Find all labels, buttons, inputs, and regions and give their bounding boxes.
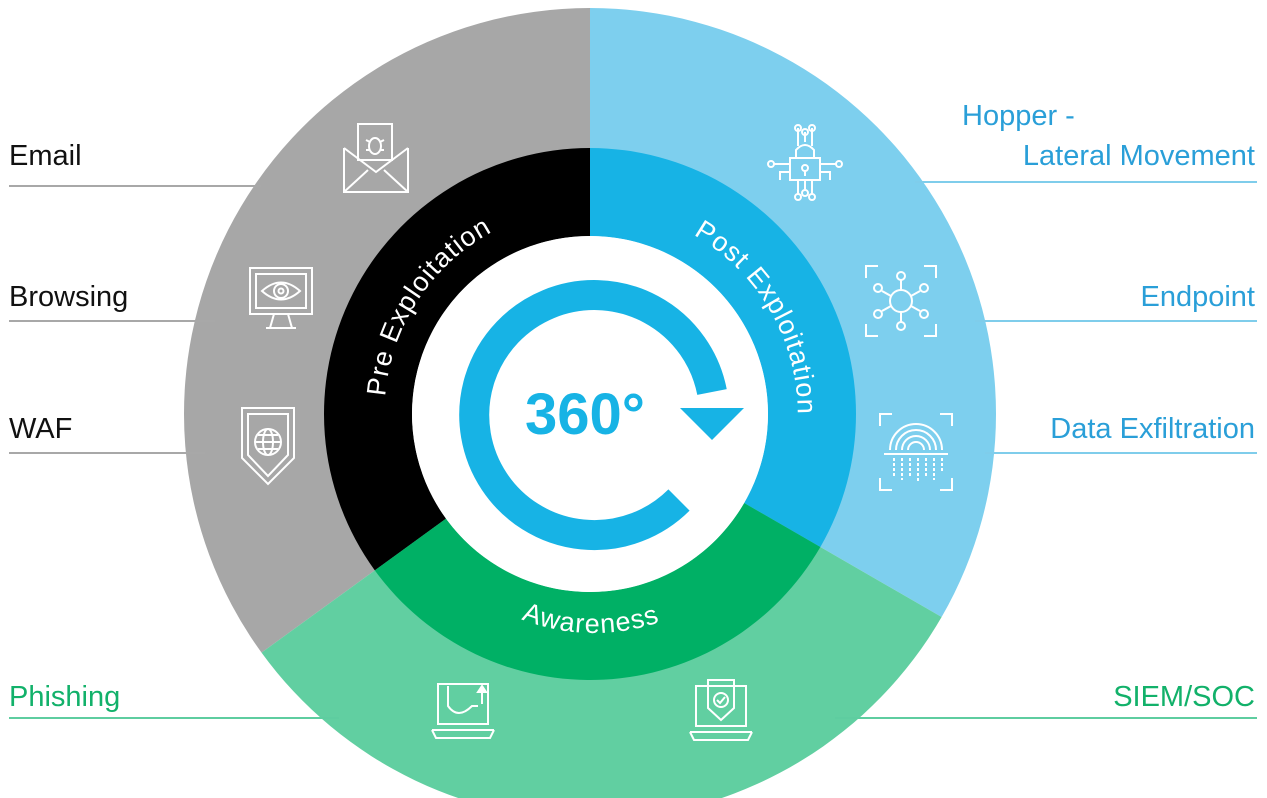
- waf-shield-icon: [241, 407, 295, 486]
- label-browsing: Browsing: [9, 281, 129, 313]
- connector-browsing: [9, 320, 215, 322]
- connector-phishing: [9, 717, 339, 719]
- lateral-movement-lock-icon: [767, 124, 843, 201]
- inner-segment-awareness: [374, 503, 821, 680]
- label-hopper-line1: Hopper -: [962, 100, 1075, 132]
- siem-laptop-shield-icon: [689, 679, 753, 741]
- label-waf: WAF: [9, 413, 73, 445]
- connector-hopper: [915, 181, 1257, 183]
- cycle-arrowhead: [680, 408, 744, 440]
- connector-data-exfiltration: [985, 452, 1257, 454]
- center-label: 360°: [525, 382, 645, 447]
- connector-siem-soc: [835, 717, 1257, 719]
- label-email: Email: [9, 140, 82, 172]
- label-data-exfiltration: Data Exfiltration: [1050, 413, 1255, 445]
- connector-email: [9, 185, 261, 187]
- inner-segment-pre-exploitation: [324, 148, 590, 571]
- phishing-laptop-icon: [431, 683, 495, 739]
- fingerprint-icon: [879, 413, 953, 491]
- inner-segment-post-exploitation: [590, 148, 856, 547]
- connector-waf: [9, 452, 205, 454]
- endpoint-network-icon: [865, 265, 937, 337]
- label-hopper-line2: Lateral Movement: [1022, 140, 1255, 172]
- email-bug-icon: [343, 123, 409, 193]
- browsing-eye-icon: [249, 267, 313, 329]
- cycle-arrow: [459, 280, 727, 551]
- label-phishing: Phishing: [9, 681, 121, 713]
- label-siem-soc: SIEM/SOC: [1113, 681, 1255, 713]
- connector-endpoint: [975, 320, 1257, 322]
- label-endpoint: Endpoint: [1140, 281, 1256, 313]
